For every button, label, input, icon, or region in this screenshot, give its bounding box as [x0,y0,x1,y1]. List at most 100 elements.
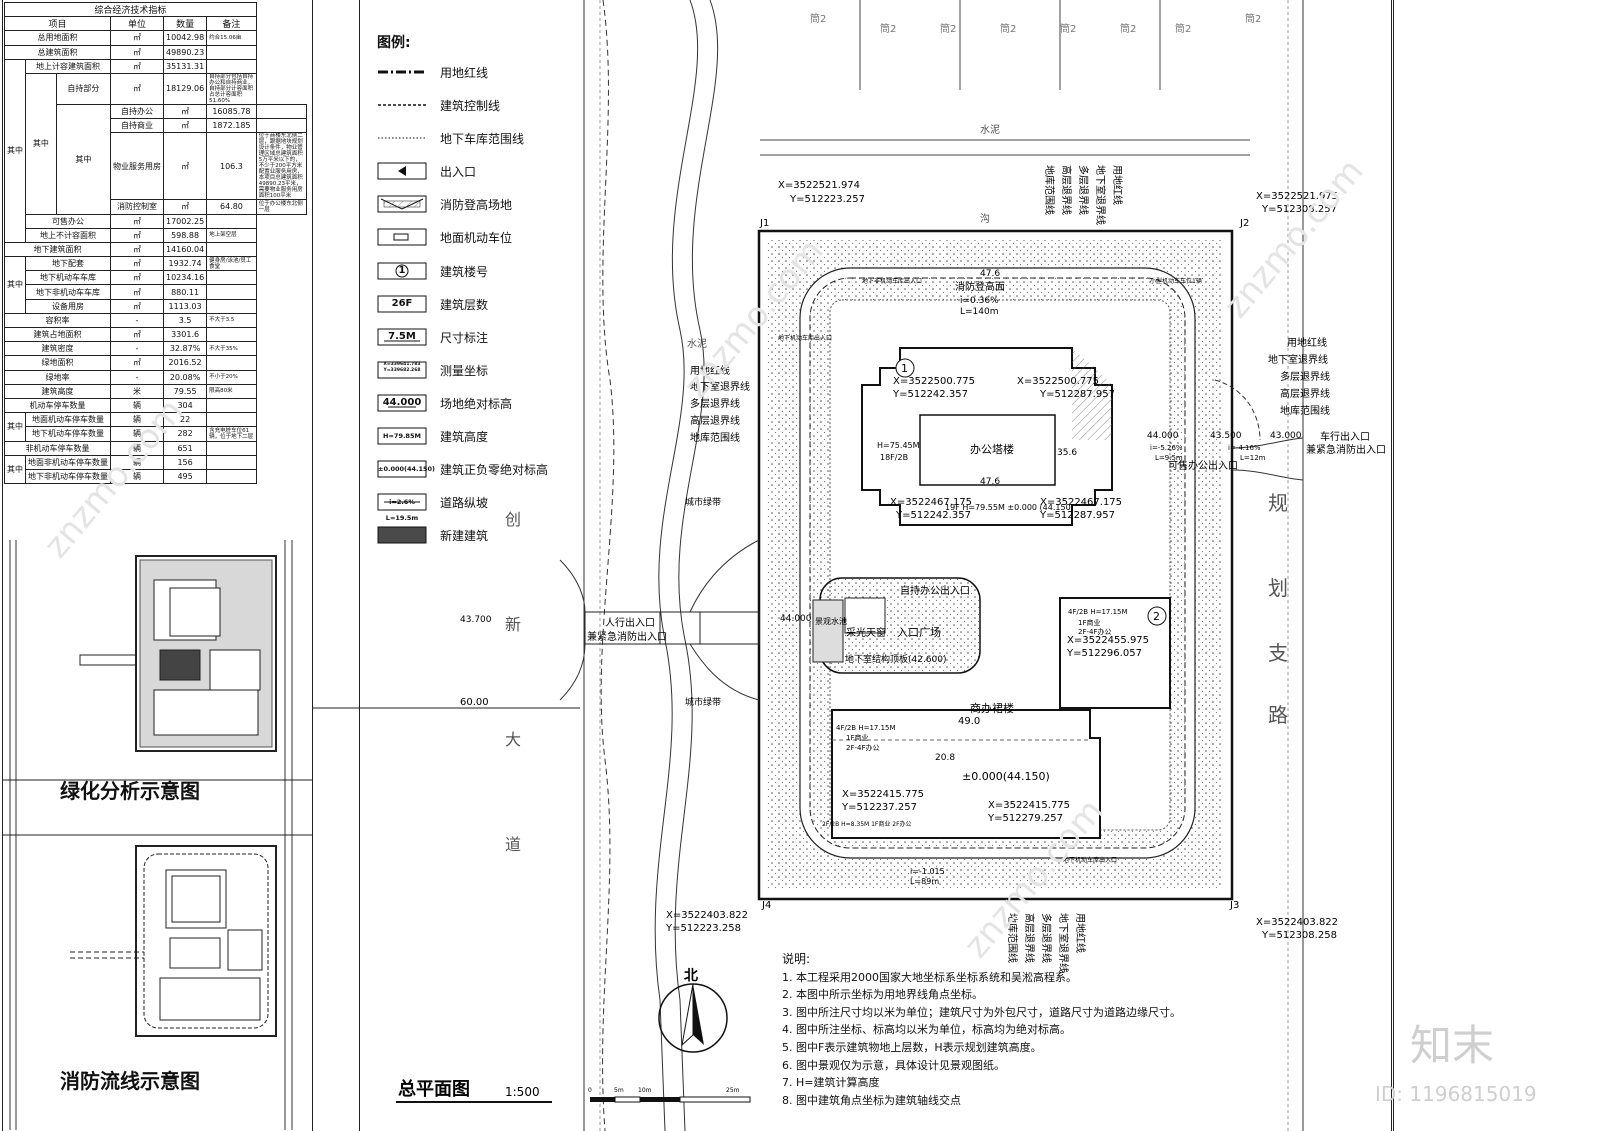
legend-symbol-text: H=79.85M [383,432,421,440]
filled-box-icon [377,526,427,544]
table-cell: 106.3 [206,132,257,201]
canal-label: 沟 [980,212,990,225]
car-ramp-label: 地下机动车库出入口 [778,334,832,342]
legend-item: 新建建筑 [372,523,672,549]
line-dotted-icon [378,137,426,139]
north-label: 北 [684,968,698,984]
commercial-width: 49.0 [958,716,980,727]
tower-depth: 35.6 [1057,448,1077,458]
west-road-char-2: 新 [505,615,521,634]
commercial-label: 商办裙楼 [970,701,1014,715]
west-road-width: 60.00 [460,697,489,708]
inset-diagrams [2,540,312,1130]
tower-height: H=75.45M [877,441,920,450]
bldg2-use1: 1F商业 [1078,618,1100,627]
table-header-1: 单位 [110,16,164,32]
svg-text:筒2: 筒2 [1245,12,1261,25]
table-cell: 位于办公楼东北侧一层 [255,199,308,215]
plaza-entry: 自持办公出入口 [900,584,970,597]
table-cell: 18129.06 [162,72,208,105]
setback-top-3: 多层退界线 [1077,165,1090,215]
plaza-pool: 景观水池 [815,616,847,626]
bldg2-use2: 2F-4F办公 [1078,627,1112,636]
plaza-skylight: 采光天窗 [846,626,886,639]
legend-item: ±0.000(44.150)建筑正负零绝对标高 [372,457,672,483]
north-buildings [760,0,1250,156]
legend-item: H=79.85M 建筑高度 [372,424,672,450]
plan-scale: 1:500 [505,1085,540,1099]
setback-labels-top: 用地红线 地下室退界线 多层退界线 高层退界线 地库范围线 [1043,165,1124,225]
slope-box-icon [377,493,427,511]
legend-label: 出入口 [440,165,477,179]
corner-j4-x: X=3522403.822 [666,910,748,921]
west-road-char-1: 创 [505,510,521,529]
legend-label: 建筑控制线 [440,99,501,113]
tower-number: 1 [901,362,908,375]
scale-0: 0 [588,1087,592,1094]
east-road-char-2: 划 [1268,576,1288,600]
tower-ne-y: Y=512287.957 [1039,389,1115,400]
legend-label: 新建建筑 [440,529,489,543]
table-cell: 17002.25 [162,213,208,229]
table-cell: 位于商楼东北侧二层，跟据地块规划设计条件，物业管理区域总建筑面积5万平米以下的，… [255,132,308,201]
corner-j3: J3 [1229,900,1239,911]
entry-plaza [812,577,981,674]
legend-symbol-text: 7.5M [388,331,416,342]
ped-entry-label: 人行出入口 [605,616,655,629]
legend-item: 1 建筑楼号 [372,259,672,285]
bldg2-y: Y=512296.057 [1066,648,1142,659]
west-road-edges [600,0,719,1131]
scale-10: 10m [638,1087,652,1094]
setback-top-4: 高层退界线 [1060,165,1073,215]
table-cell: 消防控制室 [110,199,164,215]
cement-label: 水泥 [980,123,1000,136]
table-cell: 495 [162,468,208,485]
note-4: 4. 图中所注坐标、标高均以米为单位，标高均为绝对标高。 [782,1023,1071,1037]
text-box-icon [377,427,427,445]
table-cell: ㎡ [162,132,208,201]
corner-j1-y: Y=512223.257 [789,194,865,205]
commercial-depth: 20.8 [935,753,955,763]
west-road-char-3: 大 [505,730,521,749]
corner-j3-y: Y=512308.258 [1261,930,1337,941]
parking-box-icon [377,228,427,246]
sale-entry-label: 可售办公出入口 [1168,459,1238,472]
setback-left-4: 高层退界线 [690,414,740,427]
setback-right-4: 高层退界线 [1280,387,1330,400]
legend-label: 建筑楼号 [440,265,489,279]
table-title: 综合经济技术指标 [4,1,257,18]
car-entry-label: 车行出入口 [1320,430,1370,443]
slope-right2: i=-4.16% [1228,444,1261,452]
legend-item: 地下车库范围线 [372,126,672,152]
legend-symbol-text: 1 [398,265,406,276]
office-tower [861,347,1113,526]
legend-label: 建筑高度 [440,430,489,444]
tower-se-x: X=3522467.175 [1040,497,1122,508]
setback-labels-bottom: 地库范围线 高层退界线 多层退界线 地下室退界线 用地红线 [1006,913,1087,973]
setback-right-3: 多层退界线 [1280,370,1330,383]
corner-j2-y: Y=512308.257 [1261,204,1337,215]
green-inset-plan [79,555,277,752]
legend-label: 消防登高场地 [440,198,513,212]
setback-left-1: 用地红线 [690,364,730,377]
watermark-site-2: znzmo.com [1216,151,1371,325]
legend-label: 场地绝对标高 [440,397,513,411]
tower-nw-x: X=3522500.775 [893,376,975,387]
tower-se-y: Y=512287.957 [1039,510,1115,521]
legend-title: 图例: [377,35,411,51]
commercial-use-l: 1F商业 [846,733,868,742]
legend-symbol-text: X=339641.783 Y=339682.268 [383,362,421,373]
table-cell: 20.08% [162,369,208,385]
len-right: L=9.5m [1155,454,1183,462]
